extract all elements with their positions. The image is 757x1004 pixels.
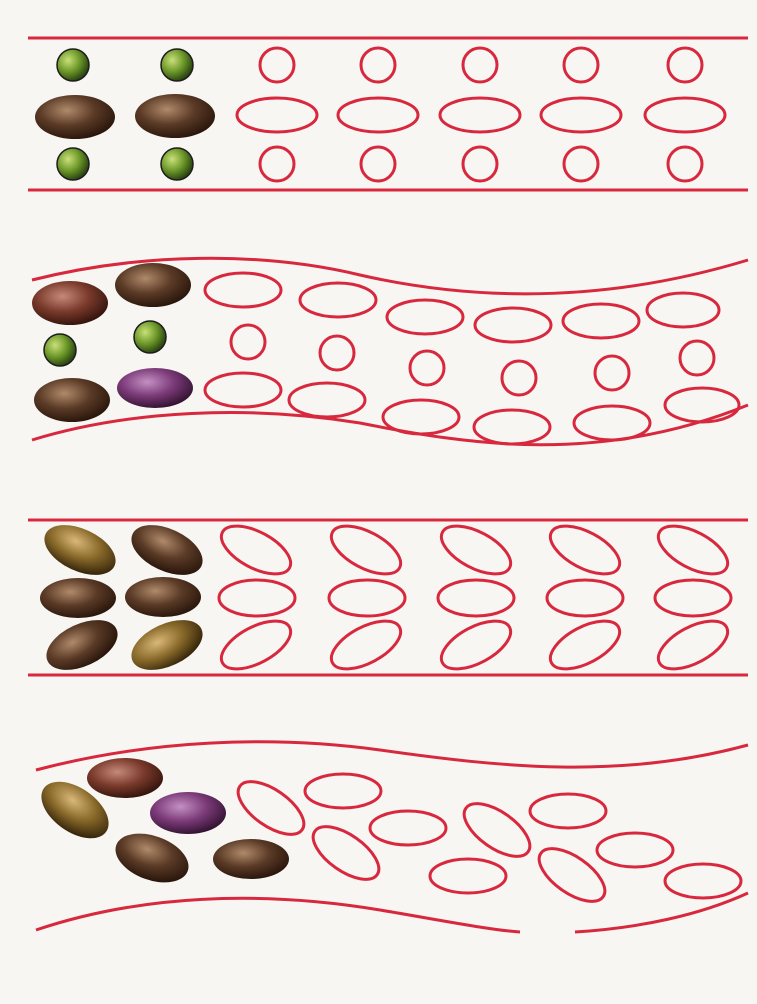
outline-oval [368, 809, 448, 847]
bean [117, 368, 193, 408]
panel-3-svg [28, 518, 748, 677]
outline-oval [381, 398, 461, 436]
bean [135, 94, 215, 138]
outline-oval [438, 96, 522, 134]
outline-circle [500, 359, 538, 397]
outline-oval [528, 792, 608, 830]
outline-oval [203, 271, 283, 309]
outline-oval [219, 619, 293, 671]
bottom-wave-line [35, 896, 521, 934]
panel-4 [0, 725, 757, 955]
outline-oval [663, 386, 741, 424]
outline-oval [472, 408, 552, 446]
pea [160, 147, 194, 181]
pea [133, 320, 167, 354]
panel-2-svg [31, 256, 749, 447]
outline-oval [663, 862, 743, 900]
bean [32, 281, 108, 325]
panel-4-svg [35, 740, 749, 934]
bean [46, 620, 118, 670]
outline-oval [236, 780, 306, 836]
outline-oval [645, 291, 721, 329]
bean [131, 525, 203, 575]
pea [56, 48, 90, 82]
outline-oval [219, 524, 293, 576]
top-wave-line [31, 256, 749, 296]
bean [87, 758, 163, 798]
pea [56, 147, 90, 181]
outline-circle [359, 46, 397, 84]
outline-circle [461, 46, 499, 84]
outline-circle [258, 46, 296, 84]
outline-circle [258, 145, 296, 183]
outline-oval [462, 802, 532, 858]
outline-circle [562, 46, 600, 84]
outline-oval [385, 298, 465, 336]
outline-circle [593, 354, 631, 392]
panel-1-svg [28, 36, 748, 192]
bean [150, 792, 226, 834]
outline-oval [327, 578, 407, 618]
outline-oval [539, 96, 623, 134]
panel-2 [0, 245, 757, 455]
outline-oval [428, 857, 508, 895]
pea [160, 48, 194, 82]
panel-3 [0, 505, 757, 690]
bean [125, 577, 201, 617]
outline-oval [298, 281, 378, 319]
bean [131, 620, 203, 670]
outline-oval [287, 381, 367, 419]
outline-oval [303, 772, 383, 810]
outline-oval [235, 96, 319, 134]
outline-oval [537, 847, 607, 903]
outline-oval [439, 619, 513, 671]
outline-circle [461, 145, 499, 183]
outline-circle [666, 46, 704, 84]
outline-oval [548, 619, 622, 671]
top-wave-line [35, 740, 749, 772]
outline-circle [678, 339, 716, 377]
outline-oval [439, 524, 513, 576]
outline-oval [336, 96, 420, 134]
outline-oval [643, 96, 727, 134]
outline-oval [436, 578, 516, 618]
outline-oval [656, 524, 730, 576]
outline-circle [408, 349, 446, 387]
outline-oval [572, 404, 652, 442]
outline-circle [666, 145, 704, 183]
outline-oval [217, 578, 297, 618]
bean [213, 839, 289, 879]
bean [115, 833, 189, 883]
outline-circle [229, 323, 267, 361]
outline-oval [311, 825, 381, 881]
outline-oval [656, 619, 730, 671]
panel-1 [0, 20, 757, 205]
outline-oval [329, 524, 403, 576]
outline-circle [562, 145, 600, 183]
bean [35, 95, 115, 139]
outline-oval [203, 371, 283, 409]
pea [43, 333, 77, 367]
outline-oval [545, 578, 625, 618]
outline-circle [359, 145, 397, 183]
bean [34, 378, 110, 422]
outline-oval [473, 306, 553, 344]
outline-oval [595, 831, 675, 869]
outline-oval [653, 578, 733, 618]
bean [44, 525, 116, 575]
bean [41, 781, 109, 839]
outline-circle [318, 334, 356, 372]
outline-oval [548, 524, 622, 576]
bottom-wave-line-end [574, 891, 749, 934]
outline-oval [561, 302, 641, 340]
bean [115, 263, 191, 307]
outline-oval [329, 619, 403, 671]
bean [40, 578, 116, 618]
